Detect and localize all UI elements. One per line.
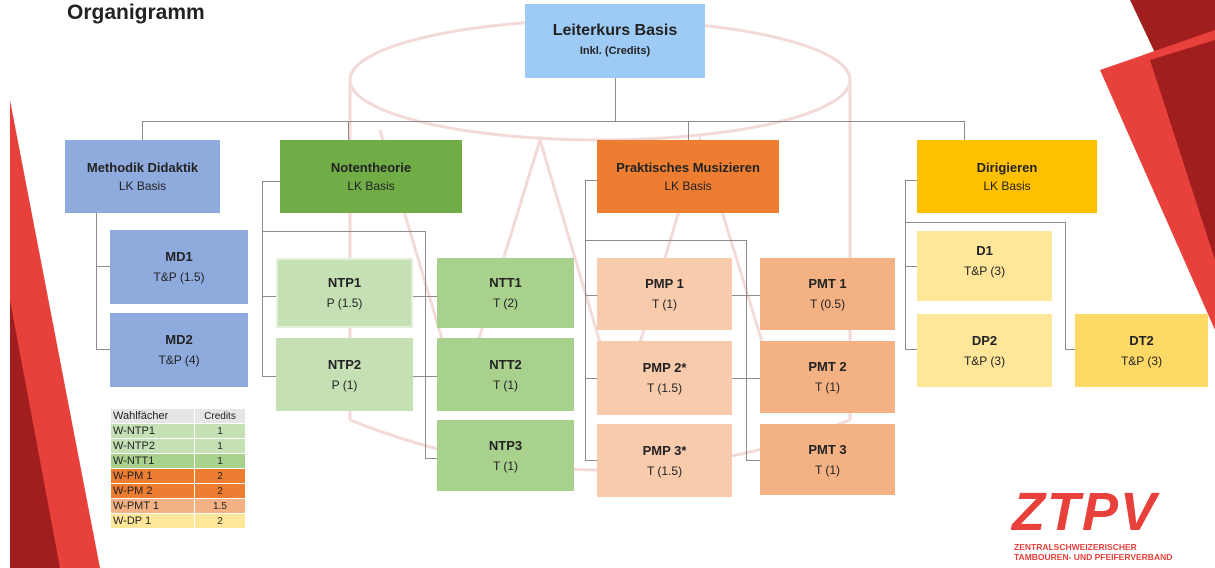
node-subtitle: T (1) (492, 377, 519, 392)
node-title: NTP2 (327, 356, 362, 372)
legend-row-credits: 1.5 (194, 498, 246, 514)
category-praktisches-musizieren: Praktisches Musizieren LK Basis (597, 140, 779, 213)
node-title: NTP3 (488, 437, 523, 453)
node-title: PMT 3 (808, 441, 847, 457)
legend-row-name: W-PM 2 (110, 483, 195, 499)
node-subtitle: T (1.5) (646, 463, 683, 478)
node-subtitle: P (1.5) (326, 296, 363, 310)
page-title: Organigramm (67, 1, 205, 24)
category-notentheorie: Notentheorie LK Basis (280, 140, 462, 213)
legend-row-credits: 2 (194, 468, 246, 484)
node-title: D1 (976, 243, 993, 258)
node-title: PMP 1 (645, 276, 684, 291)
node-subtitle: T (1.5) (646, 381, 683, 395)
node-pmt3: PMT 3 T (1) (760, 424, 895, 495)
category-title: Dirigieren (976, 159, 1038, 175)
right-darkred-stripe (1150, 40, 1215, 260)
category-title: Praktisches Musizieren (616, 159, 760, 175)
category-title: Methodik Didaktik (86, 159, 199, 175)
legend-row-credits: 2 (194, 483, 246, 499)
node-ntp3: NTP3 T (1) (437, 420, 574, 491)
node-pmt1: PMT 1 T (0.5) (760, 258, 895, 330)
node-dp2: DP2 T&P (3) (917, 314, 1052, 387)
logo-line2: TAMBOUREN- UND PFEIFERVERBAND (1014, 552, 1173, 562)
legend-row-credits: 1 (194, 453, 246, 469)
node-dt2: DT2 T&P (3) (1075, 314, 1208, 387)
node-title: NTT1 (489, 275, 522, 290)
node-d1: D1 T&P (3) (917, 231, 1052, 301)
node-md1: MD1 T&P (1.5) (110, 230, 248, 304)
node-subtitle: T&P (4) (158, 353, 200, 367)
legend-row-name: W-NTP2 (110, 438, 195, 454)
node-ntt2: NTT2 T (1) (437, 338, 574, 411)
legend-row-name: W-NTP1 (110, 423, 195, 439)
node-title: NTP1 (327, 275, 362, 290)
node-title: DT2 (1129, 332, 1154, 348)
node-pmp3: PMP 3* T (1.5) (597, 424, 732, 497)
node-title: MD1 (165, 249, 193, 264)
legend-row-name: W-NTT1 (110, 453, 195, 469)
node-subtitle: T&P (1.5) (153, 270, 205, 284)
node-md2: MD2 T&P (4) (110, 313, 248, 387)
node-title: DP2 (971, 332, 998, 348)
legend-row-name: W-PM 1 (110, 468, 195, 484)
node-pmp2: PMP 2* T (1.5) (597, 341, 732, 415)
node-title: MD2 (165, 332, 193, 347)
node-subtitle: T (1) (814, 462, 841, 477)
node-subtitle: T&P (3) (963, 264, 1006, 278)
node-subtitle: T (2) (492, 296, 519, 310)
node-ntt1: NTT1 T (2) (437, 258, 574, 328)
node-pmp1: PMP 1 T (1) (597, 258, 732, 330)
node-ntp2: NTP2 P (1) (276, 338, 413, 411)
ztpv-logo: ZTPV ZENTRALSCHWEIZERISCHER TAMBOUREN- U… (1010, 484, 1210, 564)
left-darkred-stripe (10, 300, 60, 568)
category-methodik-didaktik: Methodik Didaktik LK Basis (65, 140, 220, 213)
category-subtitle: LK Basis (983, 178, 1031, 193)
node-subtitle: T&P (3) (963, 353, 1006, 368)
node-title: PMP 3* (642, 442, 687, 458)
node-subtitle: T (1) (492, 458, 519, 473)
node-title: PMP 2* (642, 360, 687, 375)
node-title: PMT 1 (808, 276, 847, 291)
node-pmt2: PMT 2 T (1) (760, 341, 895, 413)
category-subtitle: LK Basis (118, 178, 167, 193)
legend-row-credits: 1 (194, 438, 246, 454)
category-title: Notentheorie (330, 159, 412, 175)
category-subtitle: LK Basis (664, 178, 712, 193)
legend-header-credits: Credits (194, 408, 246, 424)
node-subtitle: T (1) (651, 297, 678, 311)
node-subtitle: T (0.5) (809, 297, 846, 311)
legend-row-name: W-PMT 1 (110, 498, 195, 514)
legend-row-credits: 1 (194, 423, 246, 439)
node-subtitle: T (1) (814, 380, 841, 394)
logo-line1: ZENTRALSCHWEIZERISCHER (1014, 542, 1137, 552)
node-title: NTT2 (489, 356, 522, 372)
category-subtitle: LK Basis (347, 178, 395, 193)
legend-header-row: Wahlfächer Credits (110, 408, 246, 424)
logo-mark: ZTPV (1012, 482, 1159, 542)
node-title: PMT 2 (808, 359, 847, 374)
node-ntp1: NTP1 P (1.5) (276, 258, 413, 328)
category-dirigieren: Dirigieren LK Basis (917, 140, 1097, 213)
legend-row-name: W-DP 1 (110, 513, 195, 529)
root-subtitle: Inkl. (Credits) (579, 45, 651, 57)
legend-row-credits: 2 (194, 513, 246, 529)
root-title: Leiterkurs Basis (552, 22, 678, 39)
root-box: Leiterkurs Basis Inkl. (Credits) (525, 4, 705, 78)
node-subtitle: T&P (3) (1120, 353, 1163, 368)
legend-header-name: Wahlfächer (110, 408, 195, 424)
node-subtitle: P (1) (331, 377, 358, 392)
